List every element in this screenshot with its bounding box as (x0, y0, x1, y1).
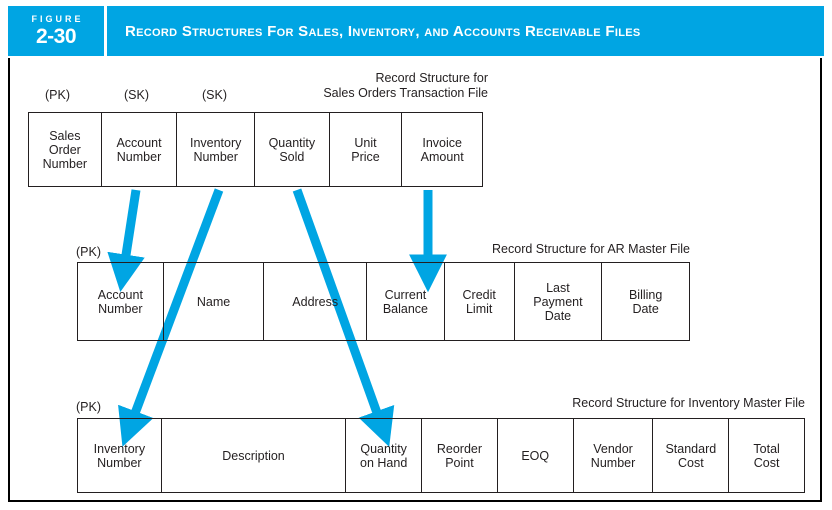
cell-inv-eoq: EOQ (498, 419, 574, 492)
key-label-pk-inventory-master-number: (PK) (76, 400, 101, 414)
cell-inv-total-cost: Total Cost (753, 441, 780, 470)
cell-quantity-sold: Quantity Sold (255, 113, 330, 186)
cell-ar-current-balance: Current Balance (367, 263, 445, 340)
figure-header-bar: FIGURE 2-30 Record Structures For Sales,… (8, 6, 824, 56)
cell-ar-billing-date: Billing Date (628, 287, 663, 316)
cell-ar-address: Address (264, 263, 368, 340)
figure-label-word: FIGURE (31, 14, 84, 24)
cell-invoice-amount: Invoice Amount (420, 135, 464, 164)
table-sales-orders-transaction-file: Sales Order Number Account Number Invent… (28, 112, 483, 187)
cell-inv-reorder-point: Reorder Point (422, 419, 498, 492)
cell-sales-order-number: Sales Order Number (29, 113, 102, 186)
table-inventory-master-file: Inventory Number Description Quantity on… (77, 418, 805, 493)
cell-inv-quantity-on-hand: Quantity on Hand (346, 419, 423, 492)
cell-ar-name: Name (164, 263, 265, 340)
cell-ar-account-number: Account Number (78, 263, 164, 340)
caption-ar-master-file: Record Structure for AR Master File (492, 242, 690, 256)
figure-title: Record Structures For Sales, Inventory, … (125, 22, 641, 40)
figure-number: 2-30 (35, 25, 77, 48)
caption-inventory-master-file: Record Structure for Inventory Master Fi… (572, 396, 805, 410)
key-label-pk-sales-order-number: (PK) (45, 88, 70, 102)
cell-inv-description: Description (162, 419, 347, 492)
cell-account-number: Account Number (102, 113, 178, 186)
cell-ar-credit-limit: Credit Limit (445, 263, 515, 340)
figure-title-block: Record Structures For Sales, Inventory, … (107, 6, 824, 56)
cell-unit-price: Unit Price (330, 113, 403, 186)
key-label-sk-inventory-number: (SK) (202, 88, 227, 102)
cell-inventory-number: Inventory Number (177, 113, 256, 186)
cell-inv-standard-cost: Standard Cost (653, 419, 730, 492)
key-label-sk-account-number: (SK) (124, 88, 149, 102)
figure-number-block: FIGURE 2-30 (8, 6, 107, 56)
caption-sales-orders-transaction-file: Record Structure for Sales Orders Transa… (323, 71, 488, 100)
key-label-pk-ar-account-number: (PK) (76, 245, 101, 259)
cell-inv-inventory-number: Inventory Number (78, 419, 162, 492)
cell-inv-vendor-number: Vendor Number (574, 419, 654, 492)
cell-ar-last-payment-date: Last Payment Date (515, 263, 603, 340)
table-ar-master-file: Account Number Name Address Current Bala… (77, 262, 690, 341)
